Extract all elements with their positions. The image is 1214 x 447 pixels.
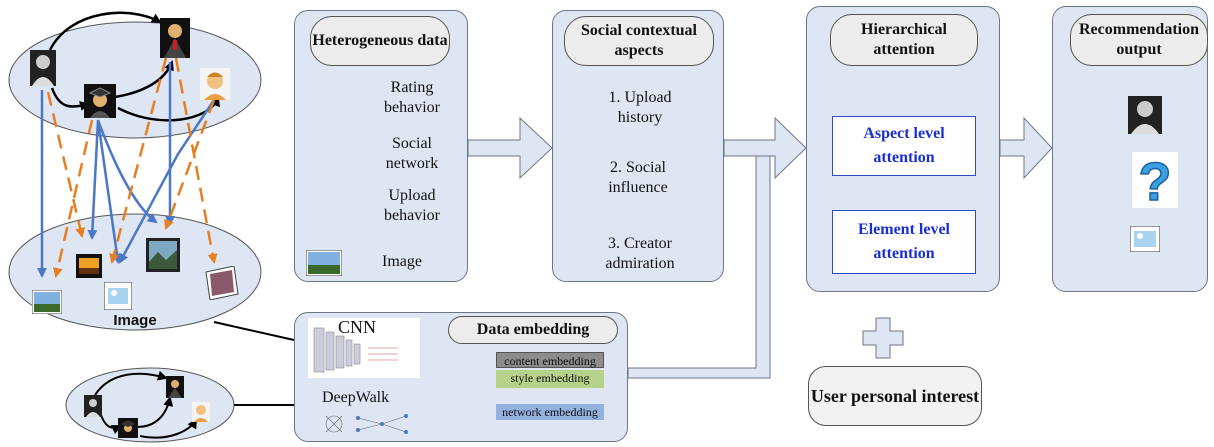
user-avatar-icon bbox=[1128, 96, 1162, 134]
image-thumbnail-icon bbox=[146, 238, 180, 272]
image-thumbnail-icon bbox=[204, 265, 240, 301]
recommendation-output-title: Recommendation output bbox=[1070, 14, 1208, 66]
legend-label-upload: Upload behavior bbox=[384, 187, 440, 224]
image-thumbnail-icon bbox=[103, 281, 133, 311]
legend-image-icon bbox=[305, 249, 343, 277]
legend-label-social: Social network bbox=[385, 135, 439, 172]
image-thumbnail-icon bbox=[31, 289, 63, 315]
user-ellipse bbox=[8, 21, 262, 139]
network-embedding-bar: network embedding bbox=[496, 404, 604, 420]
social-aspects-title: Social contextual aspects bbox=[564, 16, 714, 66]
deepwalk-diagram-icon bbox=[322, 408, 418, 440]
cnn-label: CNN bbox=[338, 317, 377, 337]
aspect-level-attention-box: Aspect level attention bbox=[832, 116, 976, 176]
user-avatar-icon bbox=[118, 418, 138, 438]
image-thumbnail-icon bbox=[76, 254, 102, 278]
arrow-social-to-attention bbox=[723, 116, 807, 180]
user-avatar-icon bbox=[30, 50, 56, 86]
image-thumbnail-icon bbox=[1129, 225, 1161, 253]
style-embedding-bar: style embedding bbox=[496, 370, 604, 388]
image-to-embedding-line bbox=[213, 321, 295, 341]
question-mark-icon: ? bbox=[1132, 151, 1178, 213]
user-personal-interest-box: User personal interest bbox=[808, 366, 982, 426]
user-avatar-icon bbox=[192, 402, 210, 422]
user-avatar-icon bbox=[200, 68, 230, 100]
plus-sign bbox=[862, 317, 904, 359]
legend-label-rating: Rating behavior bbox=[384, 79, 440, 116]
deepwalk-label: DeepWalk bbox=[322, 389, 390, 406]
aspect-item: 2. Social influence bbox=[608, 159, 668, 196]
user-avatar-icon bbox=[160, 18, 190, 58]
arrow-attention-to-output bbox=[999, 116, 1053, 180]
legend-label-image: Image bbox=[382, 253, 422, 270]
rating-arrows bbox=[37, 62, 216, 278]
image-ellipse bbox=[8, 213, 262, 331]
heterogeneous-data-title: Heterogeneous data bbox=[310, 16, 450, 66]
aspect-item: 3. Creator admiration bbox=[605, 235, 675, 272]
image-set-label: Image bbox=[113, 312, 157, 329]
element-level-attention-box: Element level attention bbox=[832, 210, 976, 274]
embedding-connector bbox=[627, 155, 771, 379]
data-embedding-title: Data embedding bbox=[448, 316, 618, 344]
svg-text:?: ? bbox=[1139, 152, 1172, 208]
user-avatar-icon bbox=[166, 376, 184, 398]
user-avatar-icon bbox=[84, 395, 102, 417]
arrow-legend-to-social bbox=[467, 116, 553, 180]
hierarchical-attention-title: Hierarchical attention bbox=[830, 14, 978, 66]
content-embedding-bar: content embedding bbox=[496, 352, 604, 368]
user-avatar-icon bbox=[84, 84, 116, 118]
upload-arrows bbox=[46, 57, 218, 278]
aspect-item: 1. Upload history bbox=[608, 89, 672, 126]
cnn-diagram-icon bbox=[308, 318, 420, 378]
